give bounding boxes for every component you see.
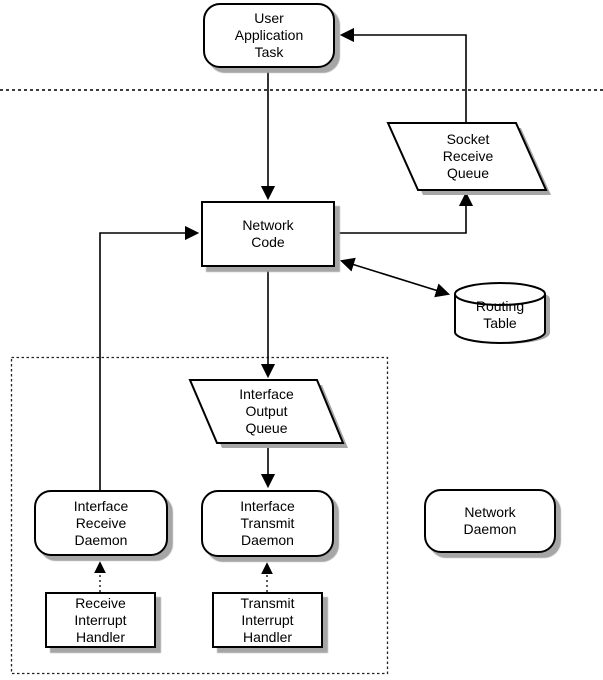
arrow-network-code-routing-table-bidirectional [339, 257, 451, 298]
routing-table-top [454, 282, 546, 306]
arrow-network-code-to-socket-queue [335, 191, 474, 234]
node-interface-receive-daemon: Interface Receive Daemon [34, 490, 168, 556]
node-interface-transmit-daemon: Interface Transmit Daemon [201, 490, 334, 557]
node-transmit-interrupt-handler: Transmit Interrupt Handler [212, 592, 323, 648]
network-daemon-label: Network Daemon [463, 504, 517, 537]
interface-output-queue-shape [188, 379, 345, 444]
arrow-socket-queue-to-app [339, 27, 467, 123]
interface-receive-daemon-label: Interface Receive Daemon [73, 497, 129, 548]
interface-transmit-daemon-label: Interface Transmit Daemon [240, 498, 295, 548]
socket-receive-queue-shape [386, 122, 548, 191]
network-code-label: Network Code [242, 217, 294, 250]
node-user-application-task: User Application Task [203, 3, 335, 68]
user-application-task-label: User Application Task [234, 10, 304, 60]
node-network-daemon: Network Daemon [424, 489, 556, 553]
node-receive-interrupt-handler: Receive Interrupt Handler [45, 592, 156, 648]
driver-boundary-box [10, 356, 389, 675]
node-network-code: Network Code [201, 201, 335, 267]
receive-interrupt-handler-label: Receive Interrupt Handler [74, 594, 127, 645]
transmit-interrupt-handler-label: Transmit Interrupt Handler [240, 594, 295, 645]
arrow-receive-daemon-to-network-code [99, 225, 200, 490]
routing-table-body [454, 294, 546, 344]
